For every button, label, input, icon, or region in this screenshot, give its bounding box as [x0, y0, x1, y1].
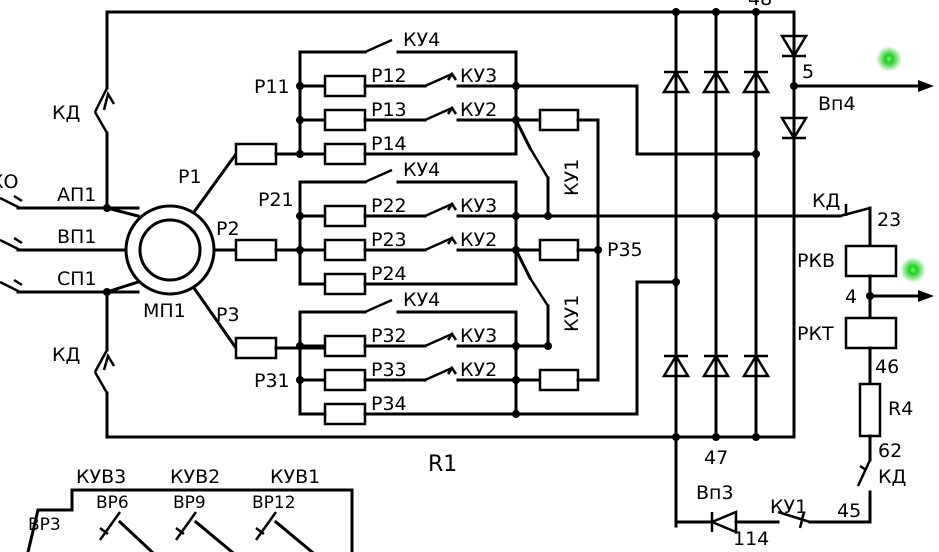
label-vr12: ВР12	[252, 493, 296, 513]
relay-branch	[674, 204, 934, 534]
label-r4: R4	[888, 398, 913, 420]
label-ku1-lower: КУ1	[561, 295, 583, 332]
label-kuv1: КУВ1	[270, 466, 320, 488]
label-p12: Р12	[371, 65, 407, 87]
label-p1: Р1	[178, 166, 202, 188]
label-n23: 23	[877, 209, 901, 231]
label-vp4: Вп4	[818, 93, 856, 115]
diode-bridge	[661, 8, 809, 528]
label-vr6: ВР6	[96, 493, 129, 513]
label-rkt: РКТ	[797, 323, 834, 345]
label-p3: Р3	[216, 304, 240, 326]
label-ku3-b: КУ3	[460, 195, 497, 217]
label-vr3: ВР3	[28, 515, 61, 535]
label-ap1: АП1	[57, 184, 96, 206]
label-kd-bottom-left: КД	[52, 344, 80, 366]
label-kuv3: КУВ3	[76, 466, 126, 488]
label-ku3-a: КУ3	[460, 65, 497, 87]
label-kd-bottom-right: КД	[878, 466, 906, 488]
label-n114: 114	[733, 528, 769, 550]
label-p11: Р11	[254, 76, 290, 98]
input-lines	[0, 194, 140, 296]
label-n4: 4	[845, 286, 857, 308]
resistor-group-1	[296, 38, 758, 382]
label-kd-right: КД	[812, 190, 840, 212]
label-kuv2: КУВ2	[170, 466, 220, 488]
label-p33: Р33	[371, 359, 407, 381]
label-p14: Р14	[371, 133, 407, 155]
indicator-led-upper	[876, 46, 902, 72]
motor-mp1	[124, 151, 239, 351]
label-ku2-a: КУ2	[460, 99, 497, 121]
label-r1: R1	[428, 452, 457, 477]
label-vp3: Вп3	[696, 482, 734, 504]
label-p23: Р23	[371, 229, 407, 251]
kd-top-left-switch	[93, 87, 116, 134]
label-sp1: СП1	[57, 268, 97, 290]
label-kd-top-left: КД	[52, 102, 80, 124]
label-vr9: ВР9	[173, 493, 206, 513]
label-ku4-a: КУ4	[403, 29, 440, 51]
label-mp1: МП1	[143, 300, 186, 322]
label-p2: Р2	[216, 218, 240, 240]
label-p13: Р13	[371, 99, 407, 121]
label-ku2-c: КУ2	[460, 359, 497, 381]
kuv-selector	[26, 488, 354, 552]
label-ku1-bottom: КУ1	[770, 496, 807, 518]
label-rkv: РКВ	[797, 250, 835, 272]
kd-bottom-left-switch	[93, 349, 116, 394]
vp4-output	[792, 80, 934, 92]
label-n46: 46	[875, 356, 899, 378]
label-ku3-c: КУ3	[460, 325, 497, 347]
labels: КД КО АП1 ВП1 СП1 КД МП1 Р1 Р2 Р3 Р11 Р1…	[0, 0, 913, 550]
label-n5: 5	[802, 61, 814, 83]
label-n47: 47	[704, 447, 728, 469]
indicator-led-lower	[900, 257, 926, 283]
label-n62: 62	[878, 440, 902, 462]
label-p22: Р22	[371, 195, 407, 217]
label-p32: Р32	[371, 325, 407, 347]
label-n45: 45	[837, 500, 861, 522]
label-p31: Р31	[254, 370, 290, 392]
label-ko-partial: КО	[0, 171, 18, 193]
label-ku1-upper: КУ1	[561, 159, 583, 196]
label-p34: Р34	[371, 393, 407, 415]
label-p35: Р35	[607, 239, 643, 261]
label-ku4-c: КУ4	[403, 289, 440, 311]
resistor-group-3	[296, 280, 678, 426]
label-n48-partial: 48	[748, 0, 772, 10]
label-vp1: ВП1	[57, 226, 96, 248]
label-p21: Р21	[258, 189, 294, 211]
label-ku4-b: КУ4	[403, 159, 440, 181]
label-ku2-b: КУ2	[460, 229, 497, 251]
label-p24: Р24	[371, 263, 407, 285]
